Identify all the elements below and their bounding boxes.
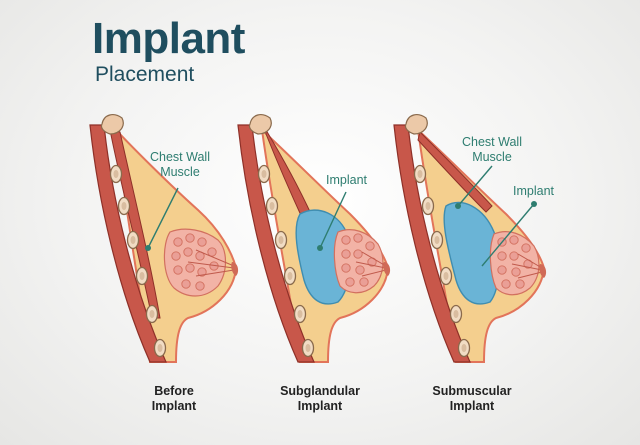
- rib-icon: [301, 338, 315, 358]
- rib-icon: [439, 266, 453, 286]
- nipple: [231, 262, 239, 276]
- pointer-line: [147, 187, 179, 249]
- caption-line: Implant: [151, 399, 197, 413]
- label-line: Muscle: [160, 165, 200, 179]
- label-line: Muscle: [472, 150, 512, 164]
- chest-wall-muscle: [417, 131, 493, 213]
- caption-line: Submuscular: [432, 384, 512, 398]
- label-implant: Implant: [513, 184, 554, 199]
- mammary-gland: [489, 231, 543, 296]
- caption-subglandular-implant: Subglandular Implant: [250, 384, 390, 414]
- rib-icon: [265, 196, 279, 216]
- rib-icon: [457, 338, 471, 358]
- rib-icon: [126, 230, 140, 250]
- caption-submuscular-implant: Submuscular Implant: [402, 384, 542, 414]
- caption-line: Implant: [297, 399, 343, 413]
- diagram-title: Implant: [92, 14, 245, 63]
- panel-before-implant: [89, 114, 239, 363]
- rib-column: [89, 124, 167, 363]
- label-line: Chest Wall: [462, 135, 522, 149]
- label-chest-wall-muscle: Chest Wall Muscle: [150, 150, 210, 180]
- mammary-gland: [333, 229, 387, 294]
- chest-wall-muscle: [109, 129, 161, 319]
- label-line: Implant: [326, 173, 367, 187]
- rib-icon: [153, 338, 167, 358]
- clavicle: [404, 114, 428, 135]
- implant-shape: [443, 201, 500, 305]
- label-chest-wall-muscle: Chest Wall Muscle: [462, 135, 522, 165]
- pointer-dot: [317, 245, 323, 251]
- rib-icon: [257, 164, 271, 184]
- caption-line: Subglandular: [280, 384, 360, 398]
- caption-line: Implant: [449, 399, 495, 413]
- pointer-line: [481, 203, 535, 267]
- rib-icon: [421, 196, 435, 216]
- rib-icon: [413, 164, 427, 184]
- clavicle: [100, 114, 124, 135]
- panel-subglandular-implant: [237, 114, 391, 363]
- rib-icon: [135, 266, 149, 286]
- label-implant: Implant: [326, 173, 367, 188]
- caption-before-implant: Before Implant: [104, 384, 244, 414]
- pointer-dot: [531, 201, 537, 207]
- rib-icon: [274, 230, 288, 250]
- rib-icon: [293, 304, 307, 324]
- pointer-line: [319, 191, 347, 249]
- clavicle: [248, 114, 272, 135]
- mammary-gland: [163, 228, 235, 297]
- rib-icon: [109, 164, 123, 184]
- caption-line: Before: [154, 384, 194, 398]
- rib-icon: [283, 266, 297, 286]
- rib-column: [393, 124, 471, 363]
- pointer-dot: [455, 203, 461, 209]
- pointer-dot: [145, 245, 151, 251]
- panel-submuscular-implant: [393, 114, 547, 363]
- label-line: Chest Wall: [150, 150, 210, 164]
- rib-icon: [449, 304, 463, 324]
- pointer-line: [457, 165, 493, 207]
- rib-icon: [145, 304, 159, 324]
- rib-icon: [117, 196, 131, 216]
- nipple: [539, 264, 547, 278]
- rib-icon: [430, 230, 444, 250]
- diagram-subtitle: Placement: [95, 63, 195, 86]
- rib-column: [237, 124, 315, 363]
- nipple: [383, 262, 391, 276]
- label-line: Implant: [513, 184, 554, 198]
